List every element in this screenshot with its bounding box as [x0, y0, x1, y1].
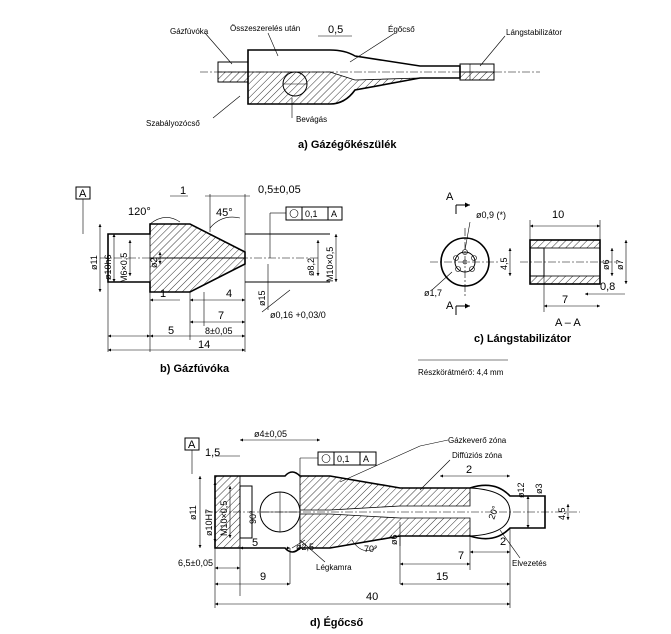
dim-d-15: 1,5 — [205, 447, 220, 459]
dim-c-10: 10 — [552, 209, 564, 221]
dim-d-phi11: ø11 — [188, 505, 198, 520]
dim-d-phi6: ø6 — [389, 534, 399, 545]
dim-d-phi12: ø12 — [516, 482, 526, 498]
label-osszeszereles: Összeszerelés után — [230, 24, 300, 33]
dim-b-8: 8±0,05 — [205, 326, 232, 336]
dim-b-7: 7 — [218, 310, 224, 322]
figure-d-burner-tube: A 0,1 A ø4±0,05 1,5 Gázkeverő zóna Diffú… — [178, 429, 580, 629]
dim-c-phi7: ø7 — [615, 259, 625, 270]
datum-d: A — [188, 439, 196, 451]
dim-d-40: 40 — [366, 591, 378, 603]
dim-b-1-bottom: 1 — [160, 288, 166, 300]
dim-b-phi10h6: ø10h6 — [103, 254, 113, 280]
dim-d-9: 9 — [260, 571, 266, 583]
figure-b-nozzle: A 0,1 A ø11 ø10h6 M6×0,5 ø2 ø8,2 M10×0,5… — [75, 184, 343, 375]
label-gazkevero: Gázkeverő zóna — [448, 436, 507, 445]
dim-b-phi016: ø0,16 +0,03/0 — [270, 310, 326, 320]
dim-b-angle120: 120° — [128, 206, 151, 218]
dim-c-phi17: ø1,7 — [424, 288, 442, 298]
dim-b-angle45: 45° — [216, 207, 233, 219]
dim-d-angle90: 90° — [248, 510, 258, 524]
dim-d-angle20: 20° — [486, 504, 500, 521]
dim-b-m6x05: M6×0,5 — [119, 253, 129, 283]
dim-b-phi15: ø15 — [257, 290, 267, 306]
dim-b-14: 14 — [198, 339, 210, 351]
label-gazfuvoka: Gázfúvóka — [170, 27, 209, 36]
dim-b-phi82: ø8,2 — [306, 258, 316, 276]
dim-b-5: 5 — [168, 325, 174, 337]
figure-c-stabilizer: A A 10 ø0,9 (*) 4,5 ø6 ø7 ø1,7 0,8 7 A –… — [418, 191, 628, 377]
dim-d-45: 4,5 — [557, 507, 567, 520]
dim-d-5: 5 — [252, 537, 258, 549]
dim-c-08: 0,8 — [600, 281, 615, 293]
section-aa: A – A — [555, 317, 581, 329]
dim-b-05: 0,5±0,05 — [258, 184, 301, 196]
dim-b-phi2: ø2 — [149, 257, 159, 268]
dim-b-m10x05: M10×0,5 — [325, 247, 335, 282]
datum-b: A — [79, 188, 87, 200]
section-a-top: A — [446, 191, 454, 203]
label-bevagas: Bevágás — [296, 115, 327, 124]
tolerance-b-datum: A — [331, 209, 337, 219]
dim-d-phi4: ø4±0,05 — [254, 429, 287, 439]
dim-c-phi09: ø0,9 (*) — [476, 210, 506, 220]
dim-c-phi6: ø6 — [601, 259, 611, 270]
dim-b-phi11: ø11 — [89, 255, 99, 270]
label-elvezetes: Elvezetés — [512, 559, 547, 568]
caption-b: b) Gázfúvóka — [160, 363, 230, 375]
figure-a-assembly: Gázfúvóka Összeszerelés után 0,5 Égőcső … — [146, 24, 562, 151]
label-langstabilizator: Lángstabilizátor — [506, 28, 562, 37]
caption-a: a) Gázégőkészülék — [298, 139, 397, 151]
dim-d-65: 6,5±0,05 — [178, 558, 213, 568]
caption-c: c) Lángstabilizátor — [474, 333, 572, 345]
label-diffuzios: Diffúziós zóna — [452, 451, 503, 460]
dim-d-15b: 15 — [436, 571, 448, 583]
dim-a-05: 0,5 — [328, 24, 343, 36]
dim-d-7: 7 — [458, 550, 464, 562]
tolerance-d-datum: A — [363, 454, 369, 464]
dim-d-2: 2 — [466, 464, 472, 476]
dim-d-phi10h7: ø10H7 — [204, 509, 214, 536]
dim-b-4: 4 — [226, 288, 232, 300]
dim-d-m10x05: M10×0,5 — [219, 501, 229, 536]
tolerance-b-value: 0,1 — [305, 209, 318, 219]
caption-d: d) Égőcső — [310, 616, 363, 629]
tolerance-d-value: 0,1 — [337, 454, 350, 464]
label-egocso: Égőcső — [388, 25, 415, 34]
dim-d-2b: 2 — [500, 536, 506, 548]
section-a-bottom: A — [446, 300, 454, 312]
dim-d-phi3: ø3 — [534, 483, 544, 494]
label-szabalyozocso: Szabályozócső — [146, 119, 200, 128]
label-legkamra: Légkamra — [316, 563, 352, 572]
note-c-reszkor: Részkörátmérő: 4,4 mm — [418, 368, 504, 377]
dim-c-7: 7 — [562, 294, 568, 306]
dim-d-phi25: ø2,5 — [296, 542, 314, 552]
dim-c-45: 4,5 — [499, 257, 509, 270]
dim-b-1: 1 — [180, 185, 186, 197]
dim-d-angle70: 70° — [364, 544, 378, 554]
